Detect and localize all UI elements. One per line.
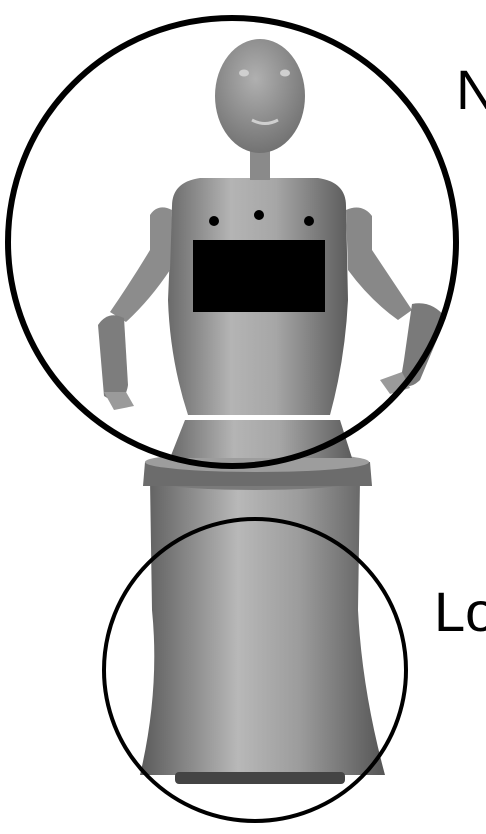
chest-screen: [193, 240, 325, 312]
robot-torso: [168, 178, 348, 415]
sensor-dot-center: [254, 210, 264, 220]
robot-left-arm: [98, 207, 172, 410]
upper-body-region-circle: [5, 15, 459, 469]
lower-body-region-circle: [102, 517, 408, 823]
robot-head: [215, 39, 305, 180]
upper-region-label: N: [456, 58, 486, 121]
sensor-dot-right: [304, 216, 314, 226]
robot-right-arm: [346, 207, 446, 394]
sensor-dot-left: [209, 216, 219, 226]
robot-base: [140, 452, 385, 784]
robot-waist: [170, 420, 352, 458]
lower-region-label: Lo: [434, 580, 486, 643]
